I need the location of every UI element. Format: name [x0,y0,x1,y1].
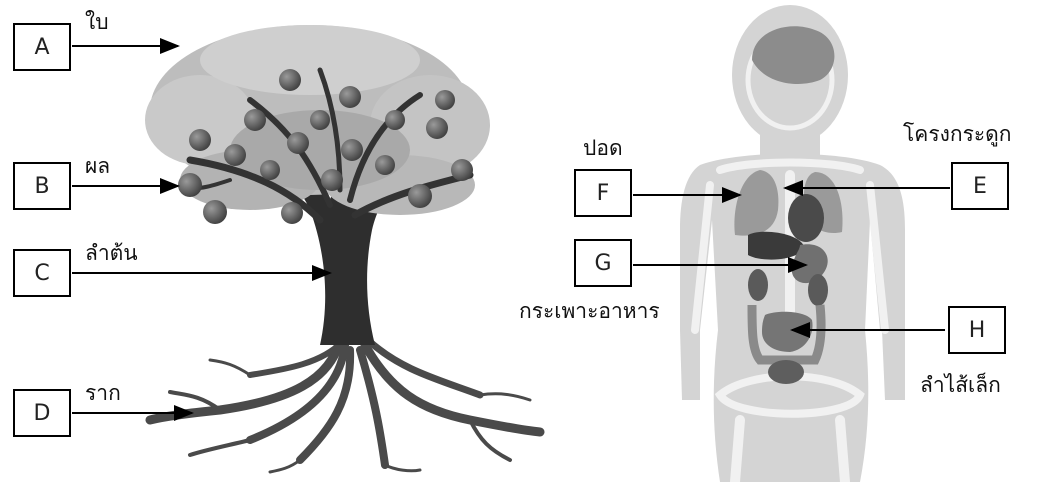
label-text-A: ใบ [85,12,109,33]
kidney-right [808,274,828,306]
label-box-D: D [13,389,71,437]
label-box-C: C [13,249,71,297]
tree-illustration [145,25,540,472]
kidney-left [748,269,768,301]
bladder [768,360,804,384]
label-box-H: H [948,306,1006,354]
human-body-illustration [680,5,905,482]
label-text-G: กระเพาะอาหาร [519,301,660,322]
label-box-A: A [13,23,71,71]
label-box-E: E [951,162,1009,210]
heart [788,194,824,242]
label-text-F: ปอด [583,138,623,159]
label-text-C: ลำต้น [85,243,138,264]
label-box-F: F [574,169,632,217]
label-text-D: ราก [85,383,121,404]
label-text-E: โครงกระดูก [903,124,1012,145]
label-text-H: ลำไส้เล็ก [920,375,1001,396]
label-box-G: G [574,239,632,287]
tree-roots [150,340,540,472]
label-text-B: ผล [85,156,110,177]
label-box-B: B [13,162,71,210]
